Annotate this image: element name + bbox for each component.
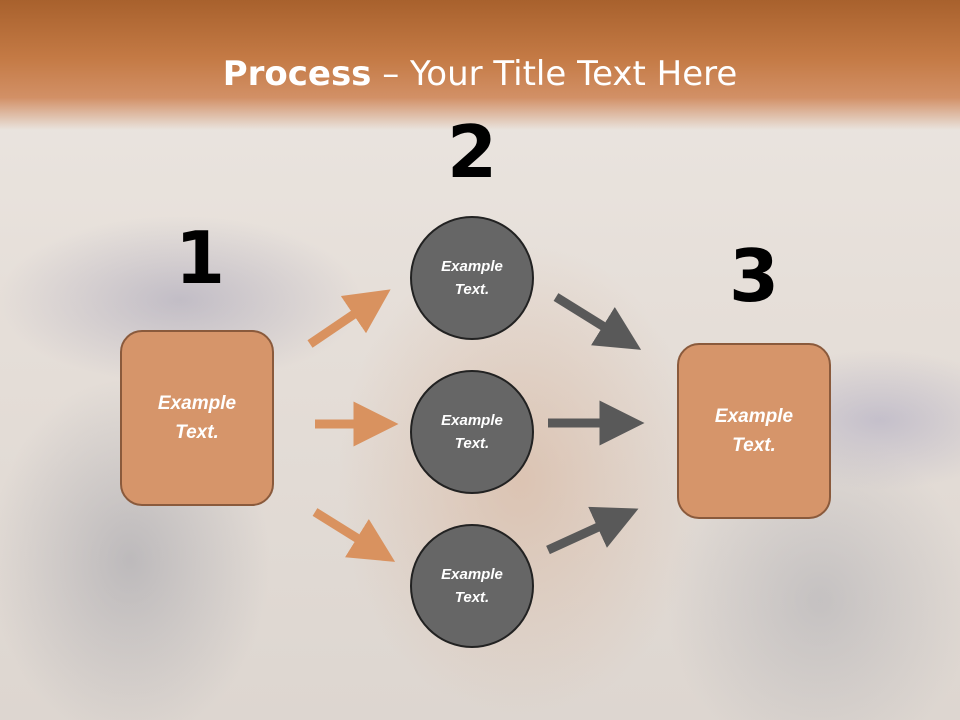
circle-top: Example Text.	[410, 216, 534, 340]
arrow-box1-to-circle-bottom	[312, 508, 396, 562]
circle-bottom-label: Example Text.	[441, 566, 503, 606]
title-band	[0, 0, 960, 130]
step-box-3-label: Example Text.	[714, 406, 794, 456]
arrow-box1-to-circle-top	[307, 289, 391, 348]
step-box-1: Example Text.	[120, 330, 274, 506]
circle-bottom: Example Text.	[410, 524, 534, 648]
step-box-1-label: Example Text.	[157, 393, 237, 443]
slide-title: Process – Your Title Text Here	[0, 52, 960, 96]
circle-middle: Example Text.	[410, 370, 534, 494]
step-number-1: 1	[174, 216, 226, 300]
title-rest: – Your Title Text Here	[371, 54, 738, 94]
step-number-3: 3	[728, 234, 780, 318]
step-box-3: Example Text.	[677, 343, 831, 519]
arrow-circle-top-to-box3	[553, 293, 642, 350]
circle-top-label: Example Text.	[441, 258, 503, 298]
circle-middle-label: Example Text.	[441, 412, 503, 452]
title-bold: Process	[222, 54, 372, 94]
step-number-2: 2	[446, 110, 498, 194]
arrow-circle-bottom-to-box3	[546, 506, 639, 555]
